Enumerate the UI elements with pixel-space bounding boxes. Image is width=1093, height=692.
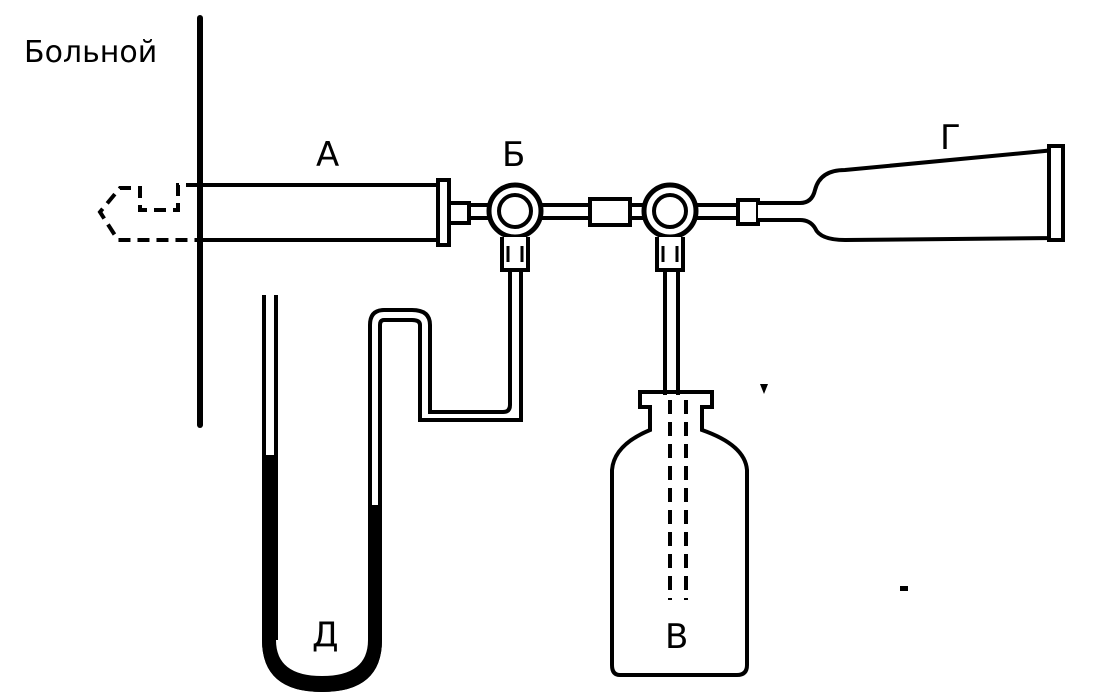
stray-mark-2 [900,586,908,591]
label-patient: Больной [24,35,157,70]
flask-v [610,390,749,677]
needle-tip-dashed [97,183,198,242]
manometer-fluid [262,455,382,692]
stray-mark-1 [760,384,768,394]
label-b: Б [502,135,525,175]
label-g: Г [940,118,961,158]
label-a: А [316,135,339,175]
tube-b-to-manometer [368,270,512,520]
label-v: В [665,617,688,657]
stopcock-b [468,182,560,272]
tube-to-flask [663,270,688,600]
label-d: Д [312,615,339,655]
bulb-g [736,144,1065,243]
stopcock-v [641,182,740,272]
connector-tube [558,197,646,227]
manometer-d [262,295,382,692]
syringe-a [200,178,471,247]
